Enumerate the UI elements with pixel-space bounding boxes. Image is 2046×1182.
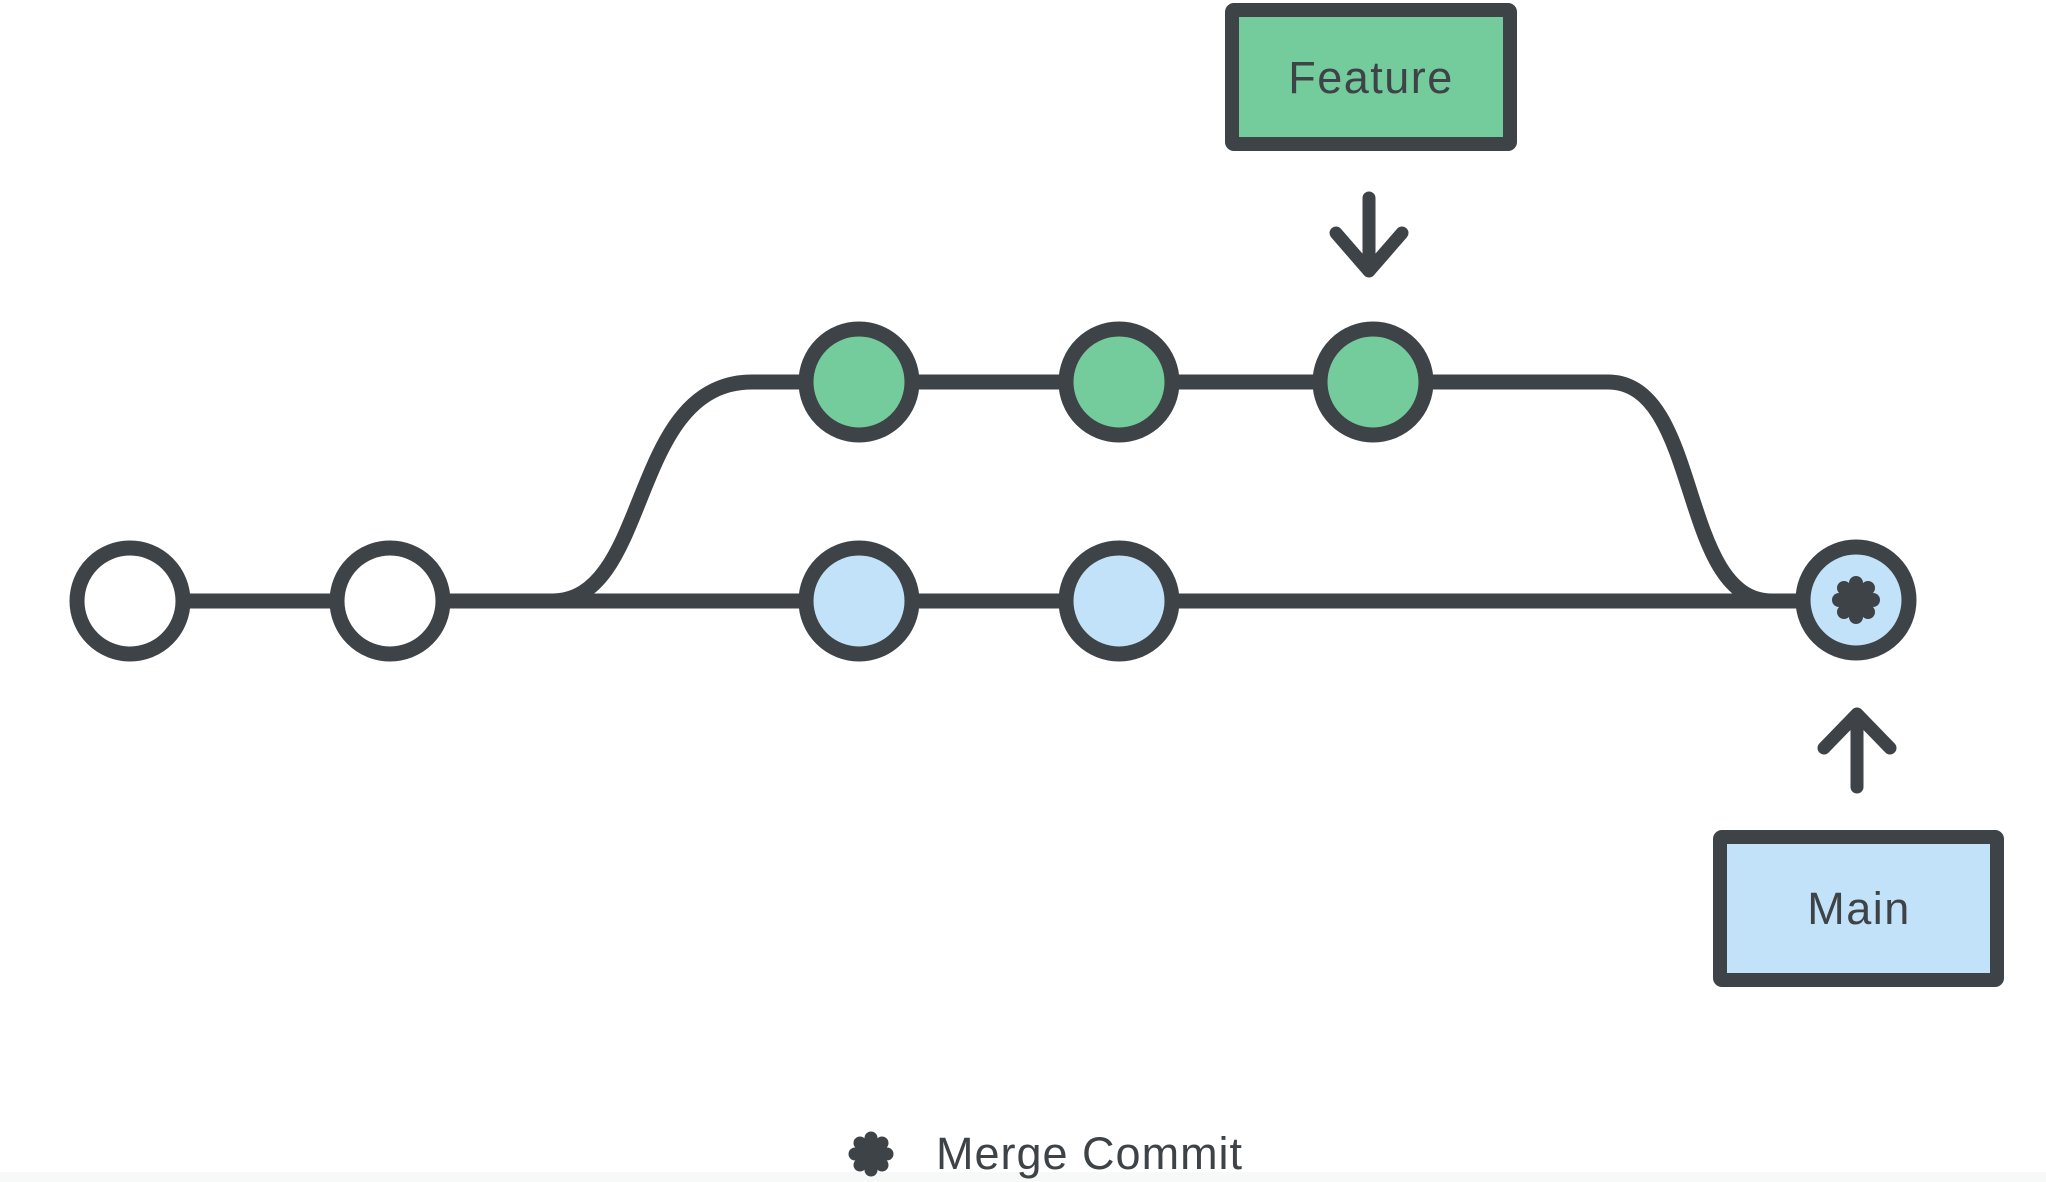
legend: Merge Commit (848, 1128, 1243, 1179)
commit-node-main-2 (1058, 540, 1180, 662)
legend-merge-label: Merge Commit (936, 1128, 1243, 1179)
legend-merge-asterisk-icon (848, 1131, 894, 1177)
commit-node-initial-1 (69, 540, 191, 662)
feature-branch-line (544, 374, 1780, 609)
feature-branch-label-box (1225, 3, 1517, 151)
arrow-up-icon (1817, 707, 1897, 794)
commit-node-main-1 (798, 540, 920, 662)
merge-asterisk-icon (1832, 576, 1880, 624)
feature-branch-label: Feature (1288, 52, 1454, 103)
main-branch-label-box (1713, 830, 2004, 987)
commit-node-feature-3 (1312, 321, 1434, 443)
commit-node-feature-1 (798, 321, 920, 443)
main-branch-label: Main (1807, 883, 1911, 934)
arrow-down-icon (1329, 191, 1409, 278)
commit-node-initial-2 (329, 540, 451, 662)
canvas-bottom-edge (0, 1172, 2046, 1182)
commit-node-feature-2 (1058, 321, 1180, 443)
